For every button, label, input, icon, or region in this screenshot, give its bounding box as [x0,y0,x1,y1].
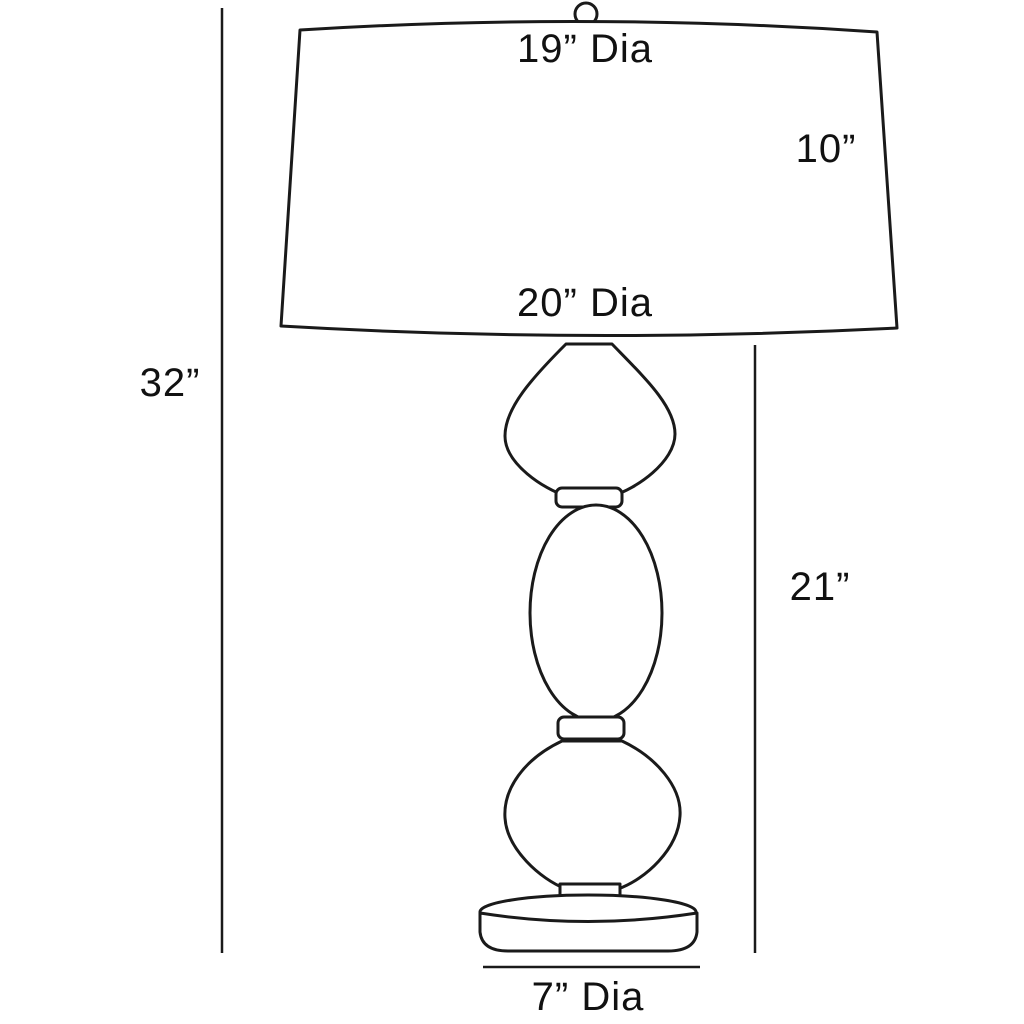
label-shade-top-diameter: 19” Dia [517,27,653,71]
body-connector-ring-bottom [556,715,626,741]
lamp-shade-outline [279,19,899,338]
body-middle-oval-outline [528,503,664,723]
label-body-height: 21” [790,565,851,609]
label-shade-bottom-diameter: 20” Dia [517,281,653,325]
label-overall-height: 32” [140,361,201,405]
body-bottom-gourd-outline [503,739,682,891]
base-body-outline [478,911,699,953]
body-top-gourd-outline [503,342,677,498]
label-base-diameter: 7” Dia [532,975,645,1019]
label-shade-height: 10” [796,127,857,171]
